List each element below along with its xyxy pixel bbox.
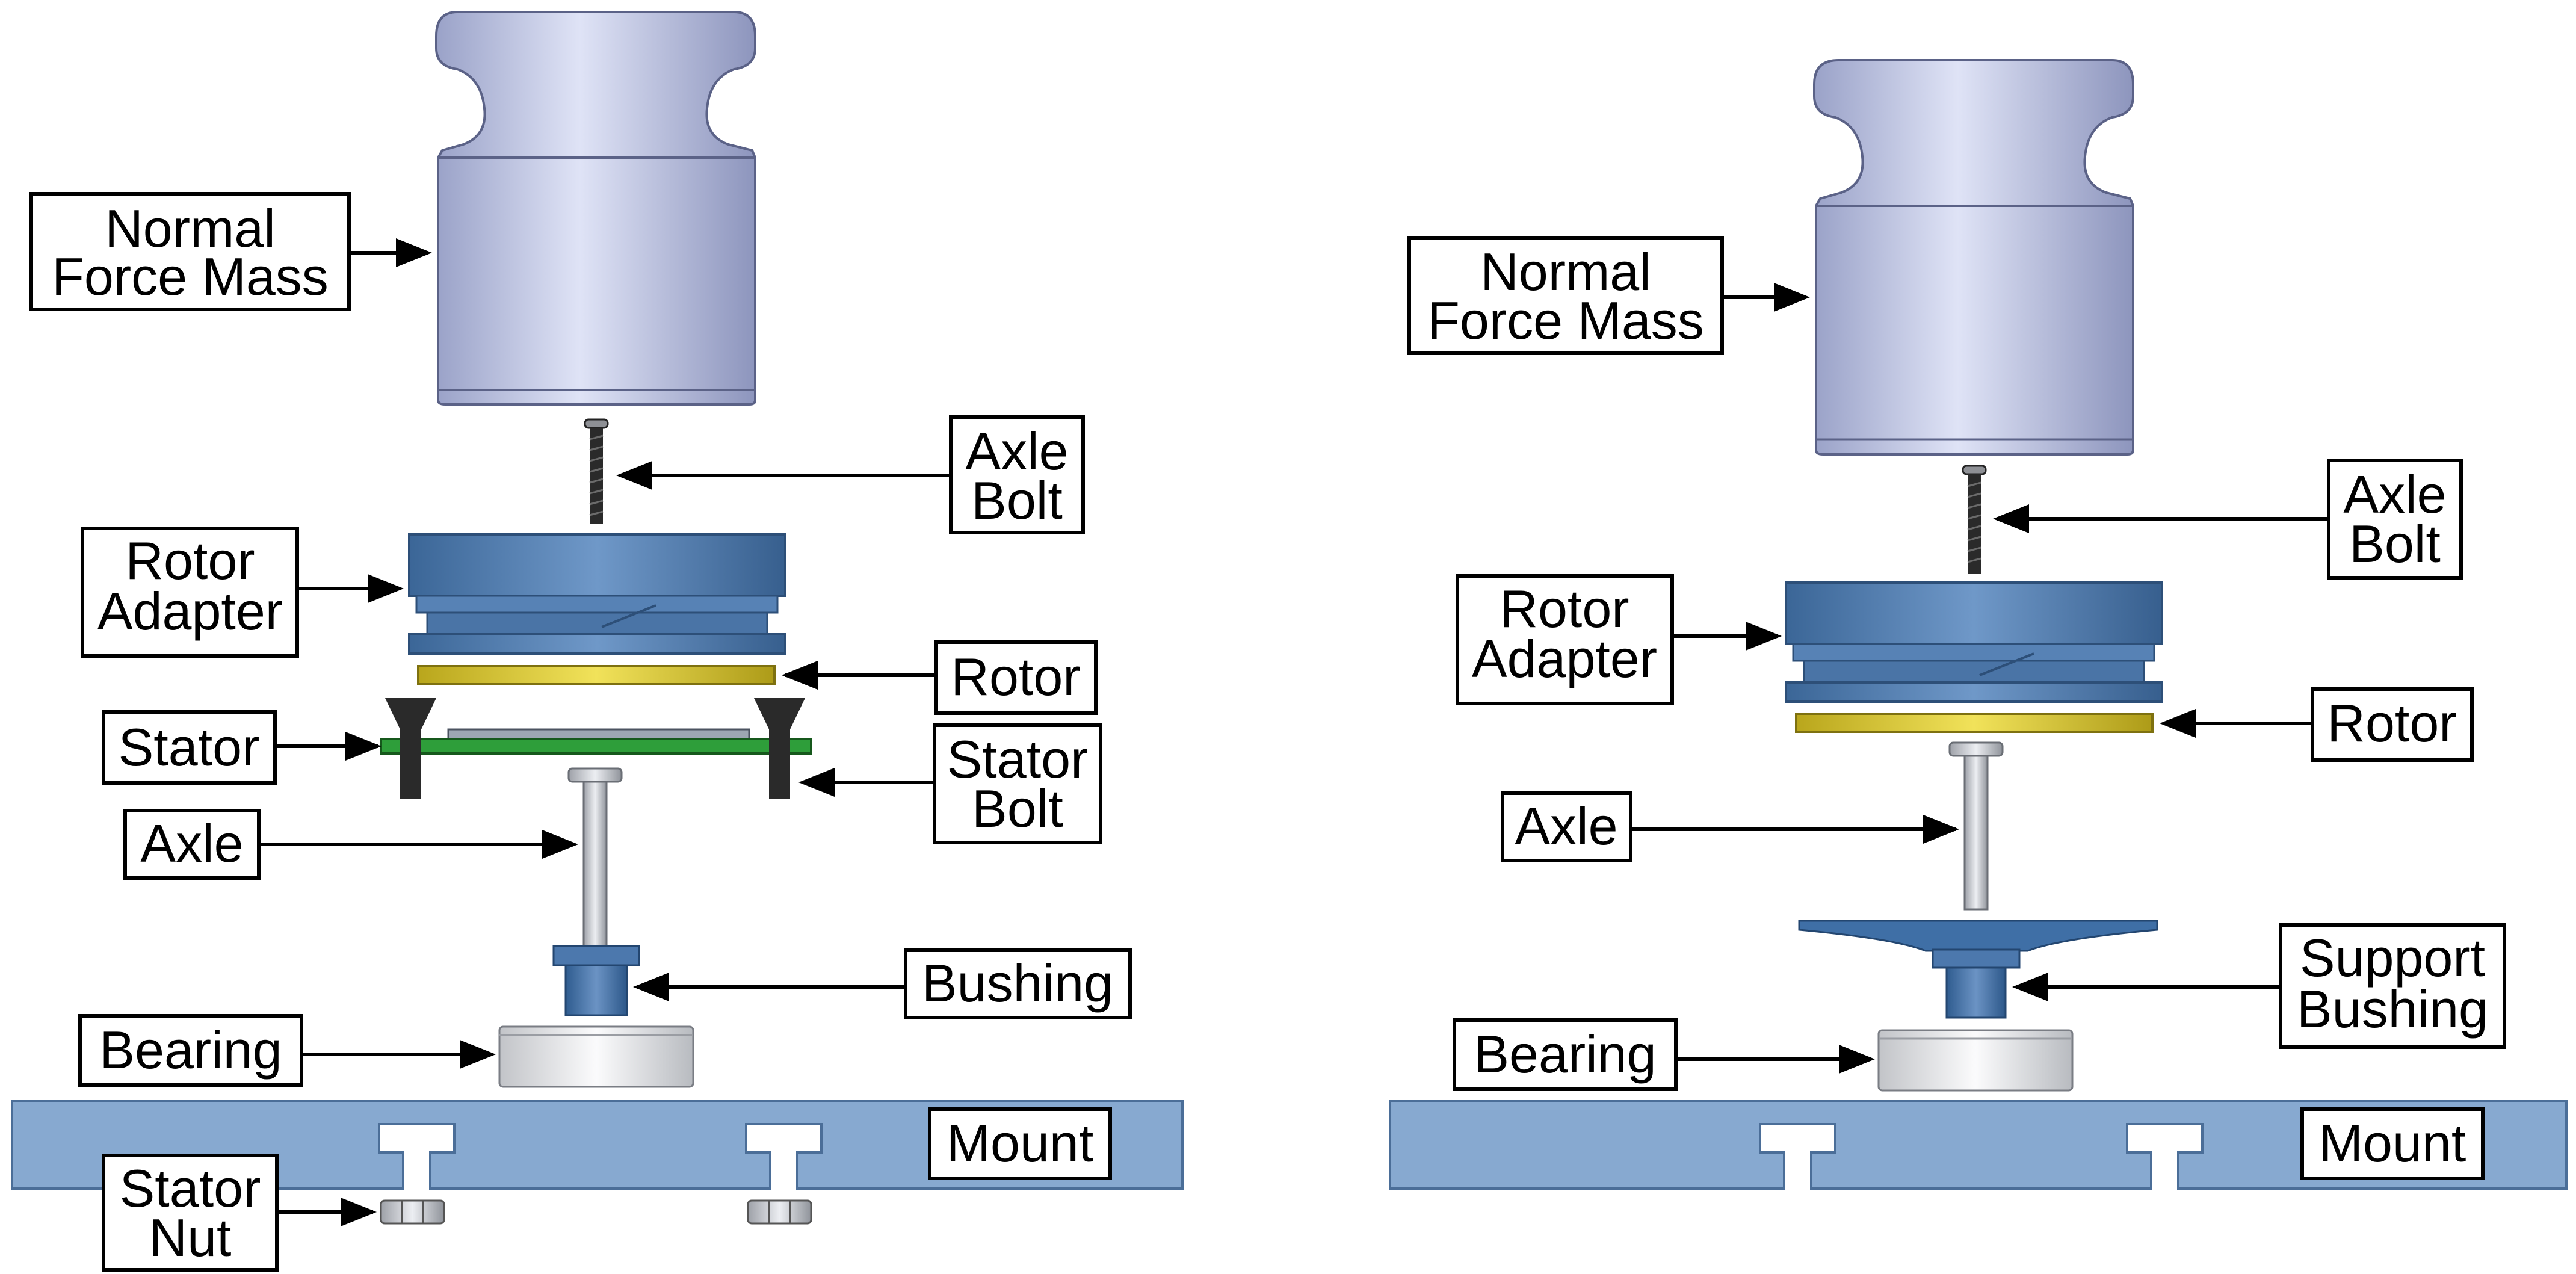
label-line-1: Rotor — [1500, 579, 1629, 639]
right-callout-rotor-adapter: Rotor Adapter — [1456, 574, 1782, 705]
left-stator-bolt-right — [754, 698, 805, 799]
left-callout-bushing: Bushing — [633, 948, 1132, 1019]
label-line-1: Mount — [2319, 1113, 2466, 1173]
label-line-1: Axle — [2343, 465, 2446, 524]
label-line-1: Rotor — [951, 647, 1080, 707]
label-line-2: Bolt — [972, 779, 1063, 838]
left-assembly: Normal Force Mass Axle Bolt Rotor Adapte… — [11, 11, 1184, 1272]
label-line-1: Axle — [140, 814, 243, 873]
left-bushing — [552, 945, 640, 1016]
right-callout-rotor: Rotor — [2160, 687, 2474, 762]
label-line-1: Axle — [1515, 796, 1617, 856]
left-callout-bearing: Bearing — [78, 1014, 496, 1087]
label-line-2: Bolt — [971, 471, 1063, 530]
label-line-1: Bearing — [99, 1020, 282, 1080]
label-line-1: Axle — [965, 421, 1068, 481]
left-callout-stator-bolt: Stator Bolt — [798, 723, 1102, 844]
label-line-1: Rotor — [125, 531, 255, 590]
left-mount — [11, 1100, 1184, 1190]
right-callout-normal-force-mass: Normal Force Mass — [1407, 236, 1810, 355]
left-stator-bolt-left — [385, 698, 436, 799]
label-line-2: Force Mass — [52, 247, 329, 306]
left-callout-rotor-adapter: Rotor Adapter — [81, 527, 404, 658]
label-line-1: Support — [2300, 928, 2485, 988]
left-callout-normal-force-mass: Normal Force Mass — [29, 192, 432, 311]
label-line-1: Mount — [947, 1113, 1094, 1173]
right-callout-axle: Axle — [1501, 791, 1959, 862]
left-bearing — [498, 1025, 694, 1088]
left-stator-nut-2 — [747, 1199, 812, 1225]
label-line-1: Normal — [1480, 242, 1651, 301]
left-stator-nut-1 — [380, 1199, 445, 1225]
left-stator — [380, 728, 812, 755]
label-line-1: Bearing — [1474, 1024, 1656, 1084]
label-line-1: Rotor — [2327, 693, 2456, 753]
label-line-1: Bushing — [922, 953, 1113, 1013]
left-callout-mount: Mount — [928, 1107, 1112, 1180]
right-callout-axle-bolt: Axle Bolt — [1993, 459, 2463, 580]
right-callout-bearing: Bearing — [1453, 1018, 1875, 1091]
label-line-2: Adapter — [97, 581, 283, 641]
right-assembly: Normal Force Mass Axle Bolt Rotor Adapte… — [1389, 59, 2568, 1190]
left-rotor-adapter — [408, 533, 786, 655]
label-line-1: Normal — [105, 199, 276, 258]
right-rotor — [1795, 713, 2154, 733]
right-mount — [1389, 1100, 2568, 1190]
label-line-2: Force Mass — [1427, 291, 1704, 350]
left-callout-rotor: Rotor — [782, 640, 1098, 715]
left-callout-axle-bolt: Axle Bolt — [616, 415, 1085, 534]
label-line-2: Adapter — [1472, 629, 1657, 688]
label-line-2: Nut — [149, 1208, 232, 1267]
left-axle-bolt — [584, 418, 609, 524]
left-normal-force-mass — [435, 11, 756, 406]
label-line-1: Stator — [119, 717, 260, 777]
label-line-1: Stator — [120, 1158, 261, 1218]
right-callout-mount: Mount — [2300, 1107, 2485, 1180]
right-support-bushing — [1798, 920, 2158, 1019]
right-normal-force-mass — [1813, 59, 2134, 456]
label-line-2: Bushing — [2297, 979, 2488, 1039]
label-line-2: Bolt — [2349, 514, 2441, 574]
right-bearing — [1877, 1029, 2074, 1092]
left-callout-stator: Stator — [102, 710, 381, 785]
right-axle — [1948, 741, 2004, 911]
right-callout-support-bushing: Support Bushing — [2012, 923, 2506, 1049]
right-rotor-adapter — [1785, 581, 2163, 703]
left-rotor — [417, 665, 776, 685]
left-callout-axle: Axle — [123, 809, 578, 880]
left-callout-stator-nut: Stator Nut — [102, 1154, 377, 1272]
label-line-1: Stator — [947, 729, 1089, 789]
right-axle-bolt — [1962, 465, 1987, 574]
